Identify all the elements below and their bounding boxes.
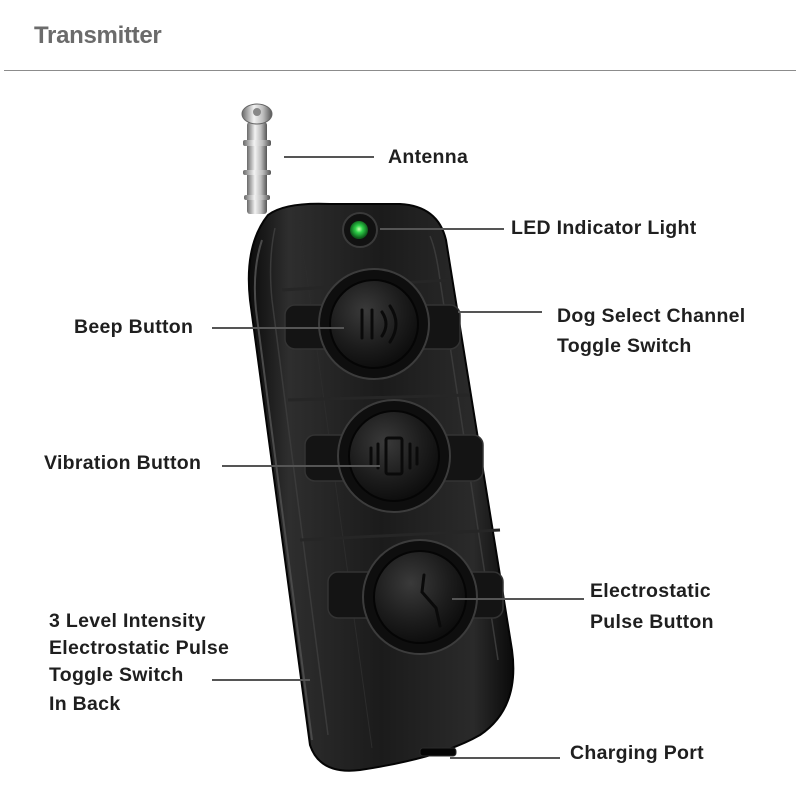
electrostatic-pulse-button[interactable] (327, 539, 504, 655)
antenna (241, 103, 273, 214)
label-electrostatic-line1: Electrostatic (590, 580, 711, 602)
label-electrostatic-line2: Pulse Button (590, 611, 714, 633)
dog-select-leader (458, 311, 542, 313)
label-dog-select-line2: Toggle Switch (557, 335, 692, 357)
label-led-indicator: LED Indicator Light (511, 217, 697, 239)
antenna-leader (284, 156, 374, 158)
header-divider (4, 70, 796, 71)
beep-button[interactable] (284, 268, 461, 380)
page-title: Transmitter (34, 22, 162, 49)
vibration-leader (222, 465, 380, 467)
label-intensity-line2: Electrostatic Pulse (49, 637, 230, 659)
label-intensity-line4: In Back (49, 693, 121, 715)
label-charging-port: Charging Port (570, 742, 704, 764)
led-indicator (342, 212, 378, 248)
vibration-icon (369, 436, 419, 476)
charging-leader (450, 757, 560, 759)
electro-leader (452, 598, 584, 600)
label-intensity-line3: Toggle Switch (49, 664, 184, 686)
label-dog-select-line1: Dog Select Channel (557, 305, 746, 327)
label-beep-button: Beep Button (74, 316, 194, 338)
label-antenna: Antenna (388, 146, 469, 168)
label-intensity-line1: 3 Level Intensity (49, 610, 206, 632)
vibration-button[interactable] (304, 399, 484, 513)
beep-leader (212, 327, 344, 329)
intensity-leader (212, 679, 310, 681)
sound-wave-icon (360, 304, 398, 344)
label-vibration-button: Vibration Button (44, 452, 202, 474)
charging-port (419, 747, 457, 757)
led-leader (380, 228, 504, 230)
lightning-bolt-icon (420, 573, 442, 628)
